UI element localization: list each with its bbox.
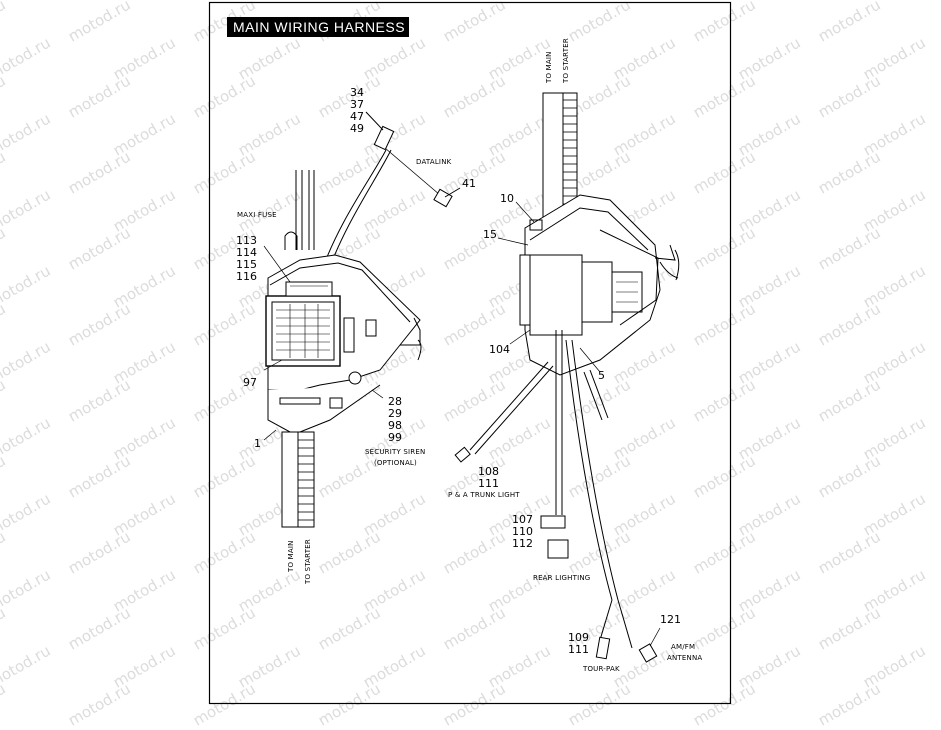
harness-drawing (208, 1, 732, 705)
page-title: MAIN WIRING HARNESS (227, 17, 409, 37)
antenna-label-2: ANTENNA (667, 654, 703, 662)
siren-label: SECURITY SIREN (365, 448, 426, 456)
page-border (208, 1, 732, 705)
callout-1: 1 (254, 437, 261, 450)
callout-5: 5 (598, 369, 605, 382)
to-starter-label-right: TO STARTER (562, 38, 570, 83)
callout-99: 99 (388, 431, 402, 444)
starter-conduit-left (281, 431, 299, 528)
left-harness-view (263, 111, 461, 528)
callout-111-tourpak: 111 (568, 643, 589, 656)
callout-115: 115 (236, 258, 257, 271)
datalink-label: DATALINK (416, 158, 452, 166)
callout-98: 98 (388, 419, 402, 432)
callout-49: 49 (350, 122, 364, 135)
maxi-fuse-label: MAXI FUSE (237, 211, 277, 219)
callout-109: 109 (568, 631, 589, 644)
callout-28: 28 (388, 395, 402, 408)
callout-29: 29 (388, 407, 402, 420)
callout-111-trunk: 111 (478, 477, 499, 490)
callout-37: 37 (350, 98, 364, 111)
trunk-light-label: P & A TRUNK LIGHT (448, 491, 520, 499)
right-harness-view (454, 92, 680, 663)
callout-114: 114 (236, 246, 257, 259)
callout-112: 112 (512, 537, 533, 550)
fuse-block (265, 295, 341, 367)
callout-113: 113 (236, 234, 257, 247)
to-main-label-left: TO MAIN (287, 540, 295, 572)
connector-rear-107 (540, 515, 566, 529)
rear-lighting-label: REAR LIGHTING (533, 574, 591, 582)
connector-antenna (638, 643, 658, 663)
callout-97: 97 (243, 376, 257, 389)
callout-110: 110 (512, 525, 533, 538)
connector-trunk-light (454, 446, 471, 463)
connector-datalink-top (373, 125, 395, 151)
antenna-label: AM/FM (671, 643, 696, 651)
callout-107: 107 (512, 513, 533, 526)
callout-41: 41 (462, 177, 476, 190)
connector-tour-pak (595, 636, 611, 660)
connector-rear-112 (547, 539, 569, 559)
callout-10: 10 (500, 192, 514, 205)
to-starter-label-left: TO STARTER (304, 539, 312, 584)
callout-15: 15 (483, 228, 497, 241)
callout-108: 108 (478, 465, 499, 478)
tour-pak-label: TOUR-PAK (583, 665, 620, 673)
to-main-label-right: TO MAIN (545, 51, 553, 83)
siren-optional-label: (OPTIONAL) (374, 459, 417, 467)
callout-121: 121 (660, 613, 681, 626)
callout-104: 104 (489, 343, 510, 356)
callout-47: 47 (350, 110, 364, 123)
connector-datalink (433, 188, 453, 208)
callout-116: 116 (236, 270, 257, 283)
callout-34: 34 (350, 86, 364, 99)
maxi-fuse (285, 281, 333, 297)
